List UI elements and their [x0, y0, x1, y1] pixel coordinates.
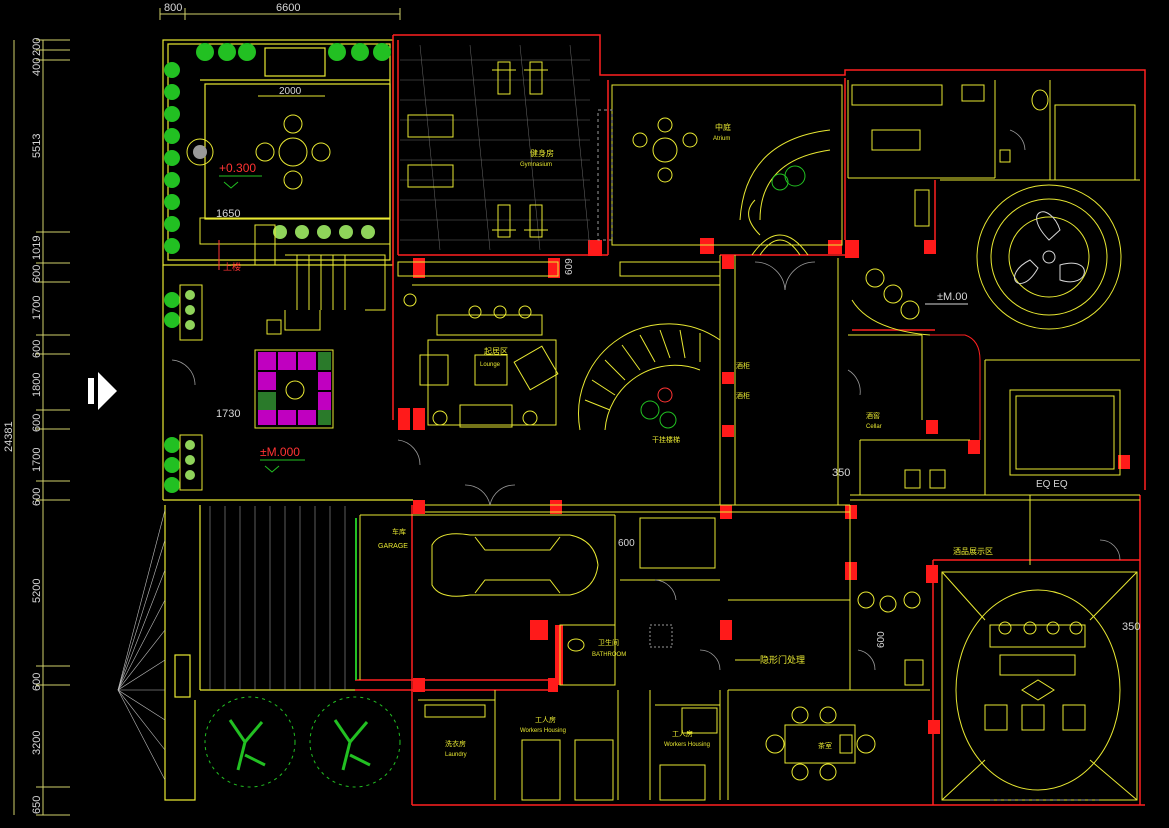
terrace-table-set — [255, 95, 331, 190]
ramp-fan — [117, 509, 166, 781]
upper-right-room — [851, 84, 1136, 330]
dim-top-6600: 6600 — [276, 2, 300, 14]
car-outline — [431, 533, 599, 597]
room-bathroom: 卫生间 — [598, 638, 619, 647]
dim-600-b: 600 — [876, 631, 887, 648]
dim-left-7: 1800 — [31, 373, 43, 397]
dim-left-1: 400 — [31, 58, 43, 76]
dim-left-13: 3200 — [31, 731, 43, 755]
dim-left-0: 200 — [31, 38, 43, 56]
dim-left-12: 600 — [31, 673, 43, 691]
wall-columns — [398, 238, 1130, 734]
fountain-icon — [186, 138, 214, 166]
dim-left-11: 5200 — [31, 579, 43, 603]
entry-steps — [254, 224, 386, 335]
room-atrium: 中庭 — [715, 122, 731, 132]
living-furniture — [403, 293, 559, 428]
hall-chairs — [857, 591, 924, 686]
room-cellar-en: Cellar — [866, 424, 882, 430]
dim-1730: 1730 — [216, 408, 240, 420]
room-living: 起居区 — [484, 347, 508, 356]
entry-arrow-icon — [88, 372, 117, 410]
room-gym-en: Gymnasium — [520, 162, 552, 168]
room-garage-en: GARAGE — [378, 543, 408, 550]
dim-600-a: 600 — [618, 538, 635, 549]
dim-left-8: 600 — [31, 414, 43, 432]
room-cellar: 酒窖 — [866, 411, 880, 420]
gym-floor-hatch — [400, 44, 591, 251]
room-tea: 茶室 — [818, 741, 832, 750]
lounge-chairs — [851, 268, 931, 336]
wine-cabinet-2: 酒柜 — [736, 391, 750, 400]
elevation-entry: ±M.000 — [260, 445, 300, 459]
dim-left-10: 600 — [31, 488, 43, 506]
dim-350-b: 350 — [1122, 621, 1140, 633]
room-atrium-en: Atrium — [713, 136, 730, 142]
spiral-stair — [578, 323, 721, 431]
magenta-tile-feature — [254, 349, 334, 429]
gym-equipment — [407, 61, 548, 238]
left-dimension-line — [13, 39, 70, 816]
garden-trees — [204, 696, 401, 788]
room-display: 酒品展示区 — [953, 547, 993, 556]
interior-walls — [359, 80, 1140, 800]
left-dimension-values: 200 400 5513 1019 600 1700 600 1800 600 … — [31, 38, 43, 814]
stair-circles — [640, 387, 677, 429]
hedge-shrubs — [164, 43, 391, 493]
door-swings — [171, 129, 1121, 671]
room-bathroom-en: BATHROOM — [592, 652, 626, 658]
worker-beds — [521, 707, 718, 801]
atrium-furniture — [632, 117, 831, 236]
dim-609: 609 — [564, 258, 575, 275]
tea-room-furniture — [765, 706, 876, 781]
room-worker-1: 工人房 — [535, 715, 556, 724]
dim-350-a: 350 — [832, 467, 850, 479]
terrace-outline — [162, 39, 413, 801]
planter-boxes — [179, 217, 391, 491]
corridor-note: 隐形门处理 — [760, 654, 805, 665]
dim-1650: 1650 — [216, 208, 240, 220]
atrium-circles — [771, 165, 806, 191]
room-laundry-en: Laundry — [445, 752, 467, 758]
dim-left-2: 5513 — [31, 134, 43, 158]
dim-top-800: 800 — [164, 2, 182, 14]
room-gym: 健身房 — [530, 148, 554, 158]
room-worker-2-en: Workers Housing — [664, 742, 710, 748]
stair-up-mark: 上楼 — [223, 261, 241, 272]
dim-left-5: 1700 — [31, 296, 43, 320]
wine-cabinet-1: 酒柜 — [736, 361, 750, 370]
room-laundry: 洗衣房 — [445, 739, 466, 748]
dim-left-3: 1019 — [31, 236, 43, 260]
elevation-garden: ±M.00 — [937, 291, 968, 303]
dim-total: 24381 — [3, 421, 15, 452]
room-living-en: Lounge — [480, 362, 501, 368]
dim-left-9: 1700 — [31, 448, 43, 472]
eq-mark: EQ EQ — [1036, 479, 1068, 490]
elevation-terrace: +0.300 — [219, 161, 256, 175]
cellar-fixtures — [904, 469, 946, 489]
top-dimension-line — [159, 8, 401, 20]
planter-shrubs — [185, 225, 375, 480]
dim-2000: 2000 — [279, 86, 302, 97]
room-garage: 车库 — [392, 527, 406, 536]
main-walls — [355, 34, 1146, 806]
terrace-stripes — [209, 506, 346, 690]
room-worker-2: 工人房 — [672, 729, 693, 738]
dim-left-4: 600 — [31, 265, 43, 283]
pinwheel-fixture — [1014, 211, 1085, 285]
room-worker-1-en: Workers Housing — [520, 728, 566, 734]
dim-left-6: 600 — [31, 340, 43, 358]
stair-label: 干挂楼梯 — [652, 435, 680, 444]
dim-left-14: 650 — [31, 796, 43, 814]
